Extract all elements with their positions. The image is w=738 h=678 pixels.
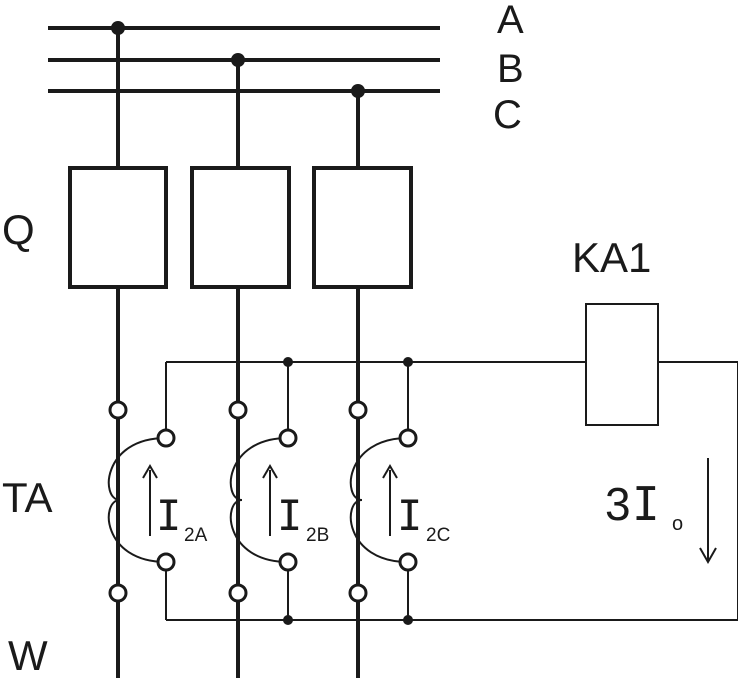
breaker-pole-c (312, 166, 413, 289)
ct-current-subscript-c: 2C (426, 525, 450, 546)
ct-primary-terminal-b-top (228, 400, 248, 420)
ct-primary-terminal-c-top (348, 400, 368, 420)
ct-current-symbol-c: I (397, 491, 422, 540)
residual-current-subscript: o (672, 513, 683, 535)
relay-return-wire (166, 361, 738, 621)
ct-current-symbol-b: I (277, 491, 302, 540)
ct-secondary-terminal-c-top (398, 428, 418, 448)
bus-label-a: A (497, 0, 524, 42)
ct-secondary-terminal-a-bottom (156, 552, 176, 572)
ct-secondary-terminal-c-bottom (398, 552, 418, 572)
ct-secondary-terminal-a-top (156, 428, 176, 448)
wire-junction-top-c (403, 357, 413, 367)
ct-secondary-terminal-b-bottom (278, 552, 298, 572)
wire-junction-bottom-b (283, 615, 293, 625)
ct-current-arrow-a (142, 464, 158, 536)
ct-current-arrow-b (262, 464, 278, 536)
bus-junction-a (111, 21, 125, 35)
ct-winding-a (107, 437, 167, 563)
ct-winding-b (229, 437, 289, 563)
residual-current-symbol: I (632, 477, 660, 531)
ct-primary-terminal-a-bottom (108, 583, 128, 603)
ct-label: TA (2, 474, 53, 521)
bus-label-b: B (497, 47, 524, 91)
ct-primary-terminal-a-top (108, 400, 128, 420)
ct-secondary-terminal-b-top (278, 428, 298, 448)
bus-label-c: C (493, 93, 522, 137)
relay-label: KA1 (572, 234, 651, 281)
ct-current-arrow-c (382, 464, 398, 536)
bus-junction-c (351, 84, 365, 98)
breaker-pole-a (68, 166, 168, 289)
residual-current-coefficient: 3 (605, 478, 631, 530)
ct-current-subscript-b: 2B (306, 525, 329, 546)
ct-primary-terminal-c-bottom (348, 583, 368, 603)
ct-current-symbol-a: I (156, 491, 181, 540)
relay-coil (585, 303, 659, 426)
breaker-pole-b (190, 166, 291, 289)
ct-primary-terminal-b-bottom (228, 583, 248, 603)
residual-current-arrow (699, 458, 717, 565)
breaker-label: Q (2, 206, 35, 253)
line-label: W (8, 632, 48, 678)
bus-junction-b (231, 53, 245, 67)
ct-winding-c (349, 437, 409, 563)
ct-current-subscript-a: 2A (184, 525, 208, 546)
wire-junction-bottom-c (403, 615, 413, 625)
wire-junction-top-b (283, 357, 293, 367)
